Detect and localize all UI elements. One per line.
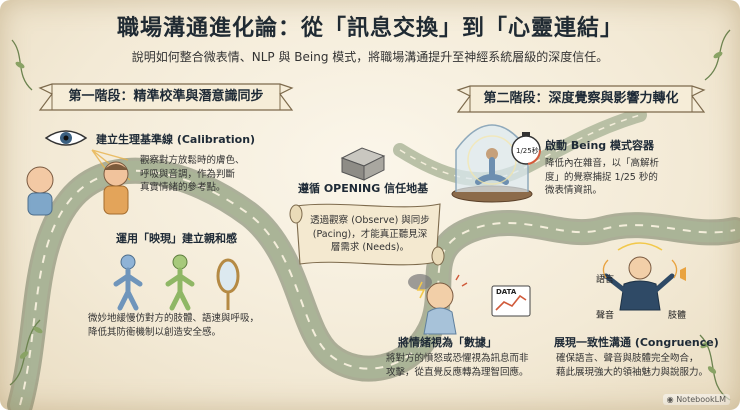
congruence-body-line: 藉此展現強大的領袖魅力與說服力。 xyxy=(556,366,709,378)
calibration-body-line: 真實情緒的參考點。 xyxy=(140,182,226,193)
congruence-language-label: 語言 xyxy=(596,275,615,285)
calibration-body-line: 呼吸與音調，作為判斷 xyxy=(140,168,236,180)
stage2-label: 第二階段：深度覺察與影響力轉化 xyxy=(483,91,679,106)
mirroring-figures-icon xyxy=(113,254,240,311)
stage1-label: 第一階段：精準校準與潛意識同步 xyxy=(68,89,264,104)
stone-block-icon xyxy=(340,147,386,181)
mirroring-body-line: 微妙地緩慢仿對方的肢體、語速與呼吸， xyxy=(88,313,260,324)
foundation-scroll xyxy=(289,203,445,266)
stopwatch-icon xyxy=(511,132,541,165)
stage1-ribbon xyxy=(38,83,294,111)
data-body-line: 攻擊，從直覺反應轉為理智回應。 xyxy=(386,366,529,378)
congruence-voice-label: 聲音 xyxy=(596,311,615,321)
being-body: 降低內在雜音，以「高解析 度」的覺察捕捉 1/25 秒的 微表情資訊。 xyxy=(545,157,659,198)
being-body-line: 微表情資訊。 xyxy=(545,185,603,196)
foundation-body-line: (Pacing)，才能真正聽見深 xyxy=(312,228,428,240)
congruence-title: 展現一致性溝通 (Congruence) xyxy=(554,336,719,349)
data-title: 將情緒視為「數據」 xyxy=(398,336,497,349)
data-body: 將對方的憤怒或恐懼視為訊息而非 攻擊，從直覺反應轉為理智回應。 xyxy=(386,352,529,379)
foundation-body-line: 層需求 (Needs)。 xyxy=(330,242,410,253)
being-body-line: 降低內在雜音，以「高解析 xyxy=(545,158,660,169)
calibration-body: 觀察對方放鬆時的膚色、 呼吸與音調，作為判斷 真實情緒的參考點。 xyxy=(140,154,245,195)
credit-badge: ◉ NotebookLM xyxy=(662,394,730,405)
congruence-body-line: 確保語言、聲音與肢體完全吻合， xyxy=(556,353,699,364)
calibration-body-line: 觀察對方放鬆時的膚色、 xyxy=(140,155,245,166)
foundation-body-line: 透過觀察 (Observe) 與同步 xyxy=(310,215,430,226)
thinking-person-icon xyxy=(408,274,468,335)
mirroring-body-line: 降低其防衛機制以創造安全感。 xyxy=(88,326,222,338)
meditation-dome-icon xyxy=(451,124,533,203)
foundation-title: 遵循 OPENING 信任地基 xyxy=(298,182,429,195)
data-body-line: 將對方的憤怒或恐懼視為訊息而非 xyxy=(386,353,529,364)
data-chart-label: DATA xyxy=(496,288,517,296)
people-face-icon xyxy=(26,149,131,216)
leader-figure-icon xyxy=(602,242,686,311)
eye-icon xyxy=(44,130,88,146)
page-title: 職場溝通進化論：從「訊息交換」到「心靈連結」 xyxy=(116,16,623,41)
stage2-ribbon xyxy=(456,85,706,113)
leaves-decoration xyxy=(15,51,723,374)
congruence-body-label: 肢體 xyxy=(668,311,687,321)
foundation-body: 透過觀察 (Observe) 與同步 (Pacing)，才能真正聽見深 層需求 … xyxy=(306,214,434,255)
mirroring-title: 運用「映現」建立親和感 xyxy=(116,232,237,245)
being-title: 啟動 Being 模式容器 xyxy=(545,139,654,152)
page-subtitle: 說明如何整合微表情、NLP 與 Being 模式，將職場溝通提升至神經系統層級的… xyxy=(131,50,609,64)
being-body-line: 度」的覺察捕捉 1/25 秒的 xyxy=(545,171,658,183)
calibration-title: 建立生理基準線 (Calibration) xyxy=(96,133,256,146)
data-chart-icon xyxy=(491,285,531,317)
congruence-body: 確保語言、聲音與肢體完全吻合， 藉此展現強大的領袖魅力與說服力。 xyxy=(556,352,708,379)
timer-label: 1/25秒 xyxy=(516,147,539,155)
mirroring-body: 微妙地緩慢仿對方的肢體、語速與呼吸， 降低其防衛機制以創造安全感。 xyxy=(88,312,259,339)
